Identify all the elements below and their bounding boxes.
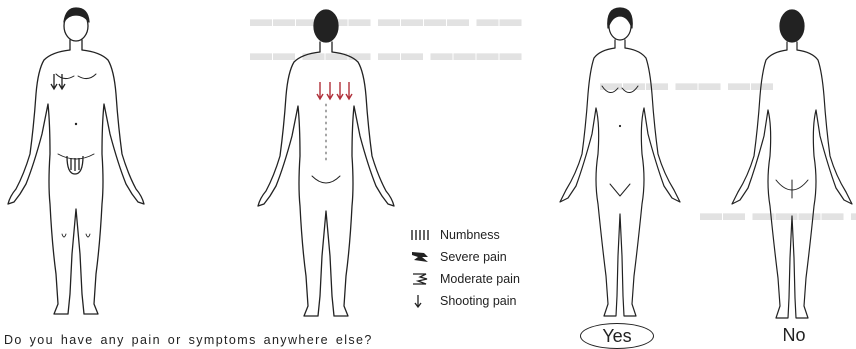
- legend-label: Moderate pain: [440, 272, 520, 286]
- shooting-pain-arrow-icon: [316, 82, 354, 102]
- male-back-figure: [250, 4, 400, 320]
- moderate-pain-icon: [410, 271, 440, 287]
- legend-label: Severe pain: [440, 250, 507, 264]
- shooting-pain-arrow-icon: [50, 74, 70, 92]
- numbness-hatch-icon: [410, 227, 440, 243]
- legend-item-moderate-pain: Moderate pain: [410, 268, 560, 290]
- pain-legend: Numbness Severe pain Moderate pain Shoot…: [410, 224, 560, 312]
- male-front-figure: [0, 4, 150, 320]
- legend-item-severe-pain: Severe pain: [410, 246, 560, 268]
- answer-no[interactable]: No: [774, 323, 814, 347]
- female-front-figure: [554, 4, 684, 320]
- legend-label: Shooting pain: [440, 294, 516, 308]
- shooting-pain-arrow-icon: [410, 293, 440, 309]
- female-back-figure: [726, 4, 856, 320]
- legend-label: Numbness: [440, 228, 500, 242]
- severe-pain-icon: [410, 249, 440, 265]
- legend-item-numbness: Numbness: [410, 224, 560, 246]
- legend-item-shooting-pain: Shooting pain: [410, 290, 560, 312]
- question-text: Do you have any pain or symptoms anywher…: [4, 333, 373, 347]
- answer-yes-circled[interactable]: Yes: [580, 323, 654, 349]
- numbness-hatch-icon: [64, 154, 86, 178]
